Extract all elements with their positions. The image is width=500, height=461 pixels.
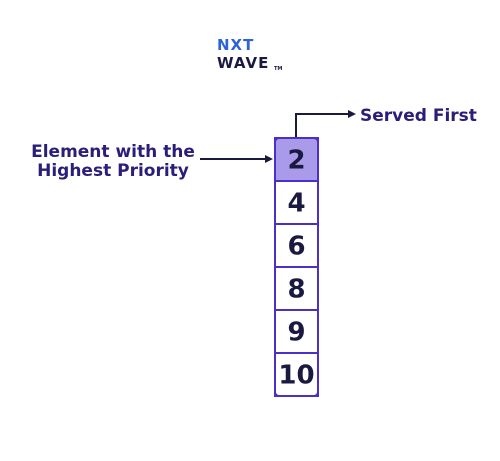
priority-label-line2: Highest Priority bbox=[37, 161, 189, 181]
queue-cell-value: 6 bbox=[287, 232, 305, 262]
queue-cell-value: 10 bbox=[278, 361, 314, 391]
priority-arrow bbox=[200, 155, 273, 163]
queue-frame bbox=[274, 137, 319, 397]
queue-cell-value: 9 bbox=[287, 318, 305, 348]
queue-cell: 6 bbox=[274, 223, 319, 268]
logo-tm: TM bbox=[274, 66, 282, 72]
queue-cell: 4 bbox=[274, 180, 319, 225]
queue-cell: 2 bbox=[274, 137, 319, 182]
served-first-label: Served First bbox=[360, 106, 477, 126]
logo-line2: WAVE bbox=[217, 54, 269, 72]
queue-cell-value: 4 bbox=[287, 189, 305, 219]
queue-cell: 10 bbox=[274, 352, 319, 397]
queue-cell: 8 bbox=[274, 266, 319, 311]
priority-label-line1: Element with the bbox=[31, 142, 195, 162]
nxtwave-logo: NXT WAVE TM bbox=[217, 36, 282, 72]
queue-cell: 9 bbox=[274, 309, 319, 354]
logo-line1: NXT bbox=[217, 36, 254, 54]
served-first-arrow bbox=[295, 110, 356, 137]
queue-column: 2 4 6 8 9 10 bbox=[274, 137, 319, 397]
queue-cell-value: 8 bbox=[287, 275, 305, 305]
queue-cell-value: 2 bbox=[287, 146, 305, 176]
